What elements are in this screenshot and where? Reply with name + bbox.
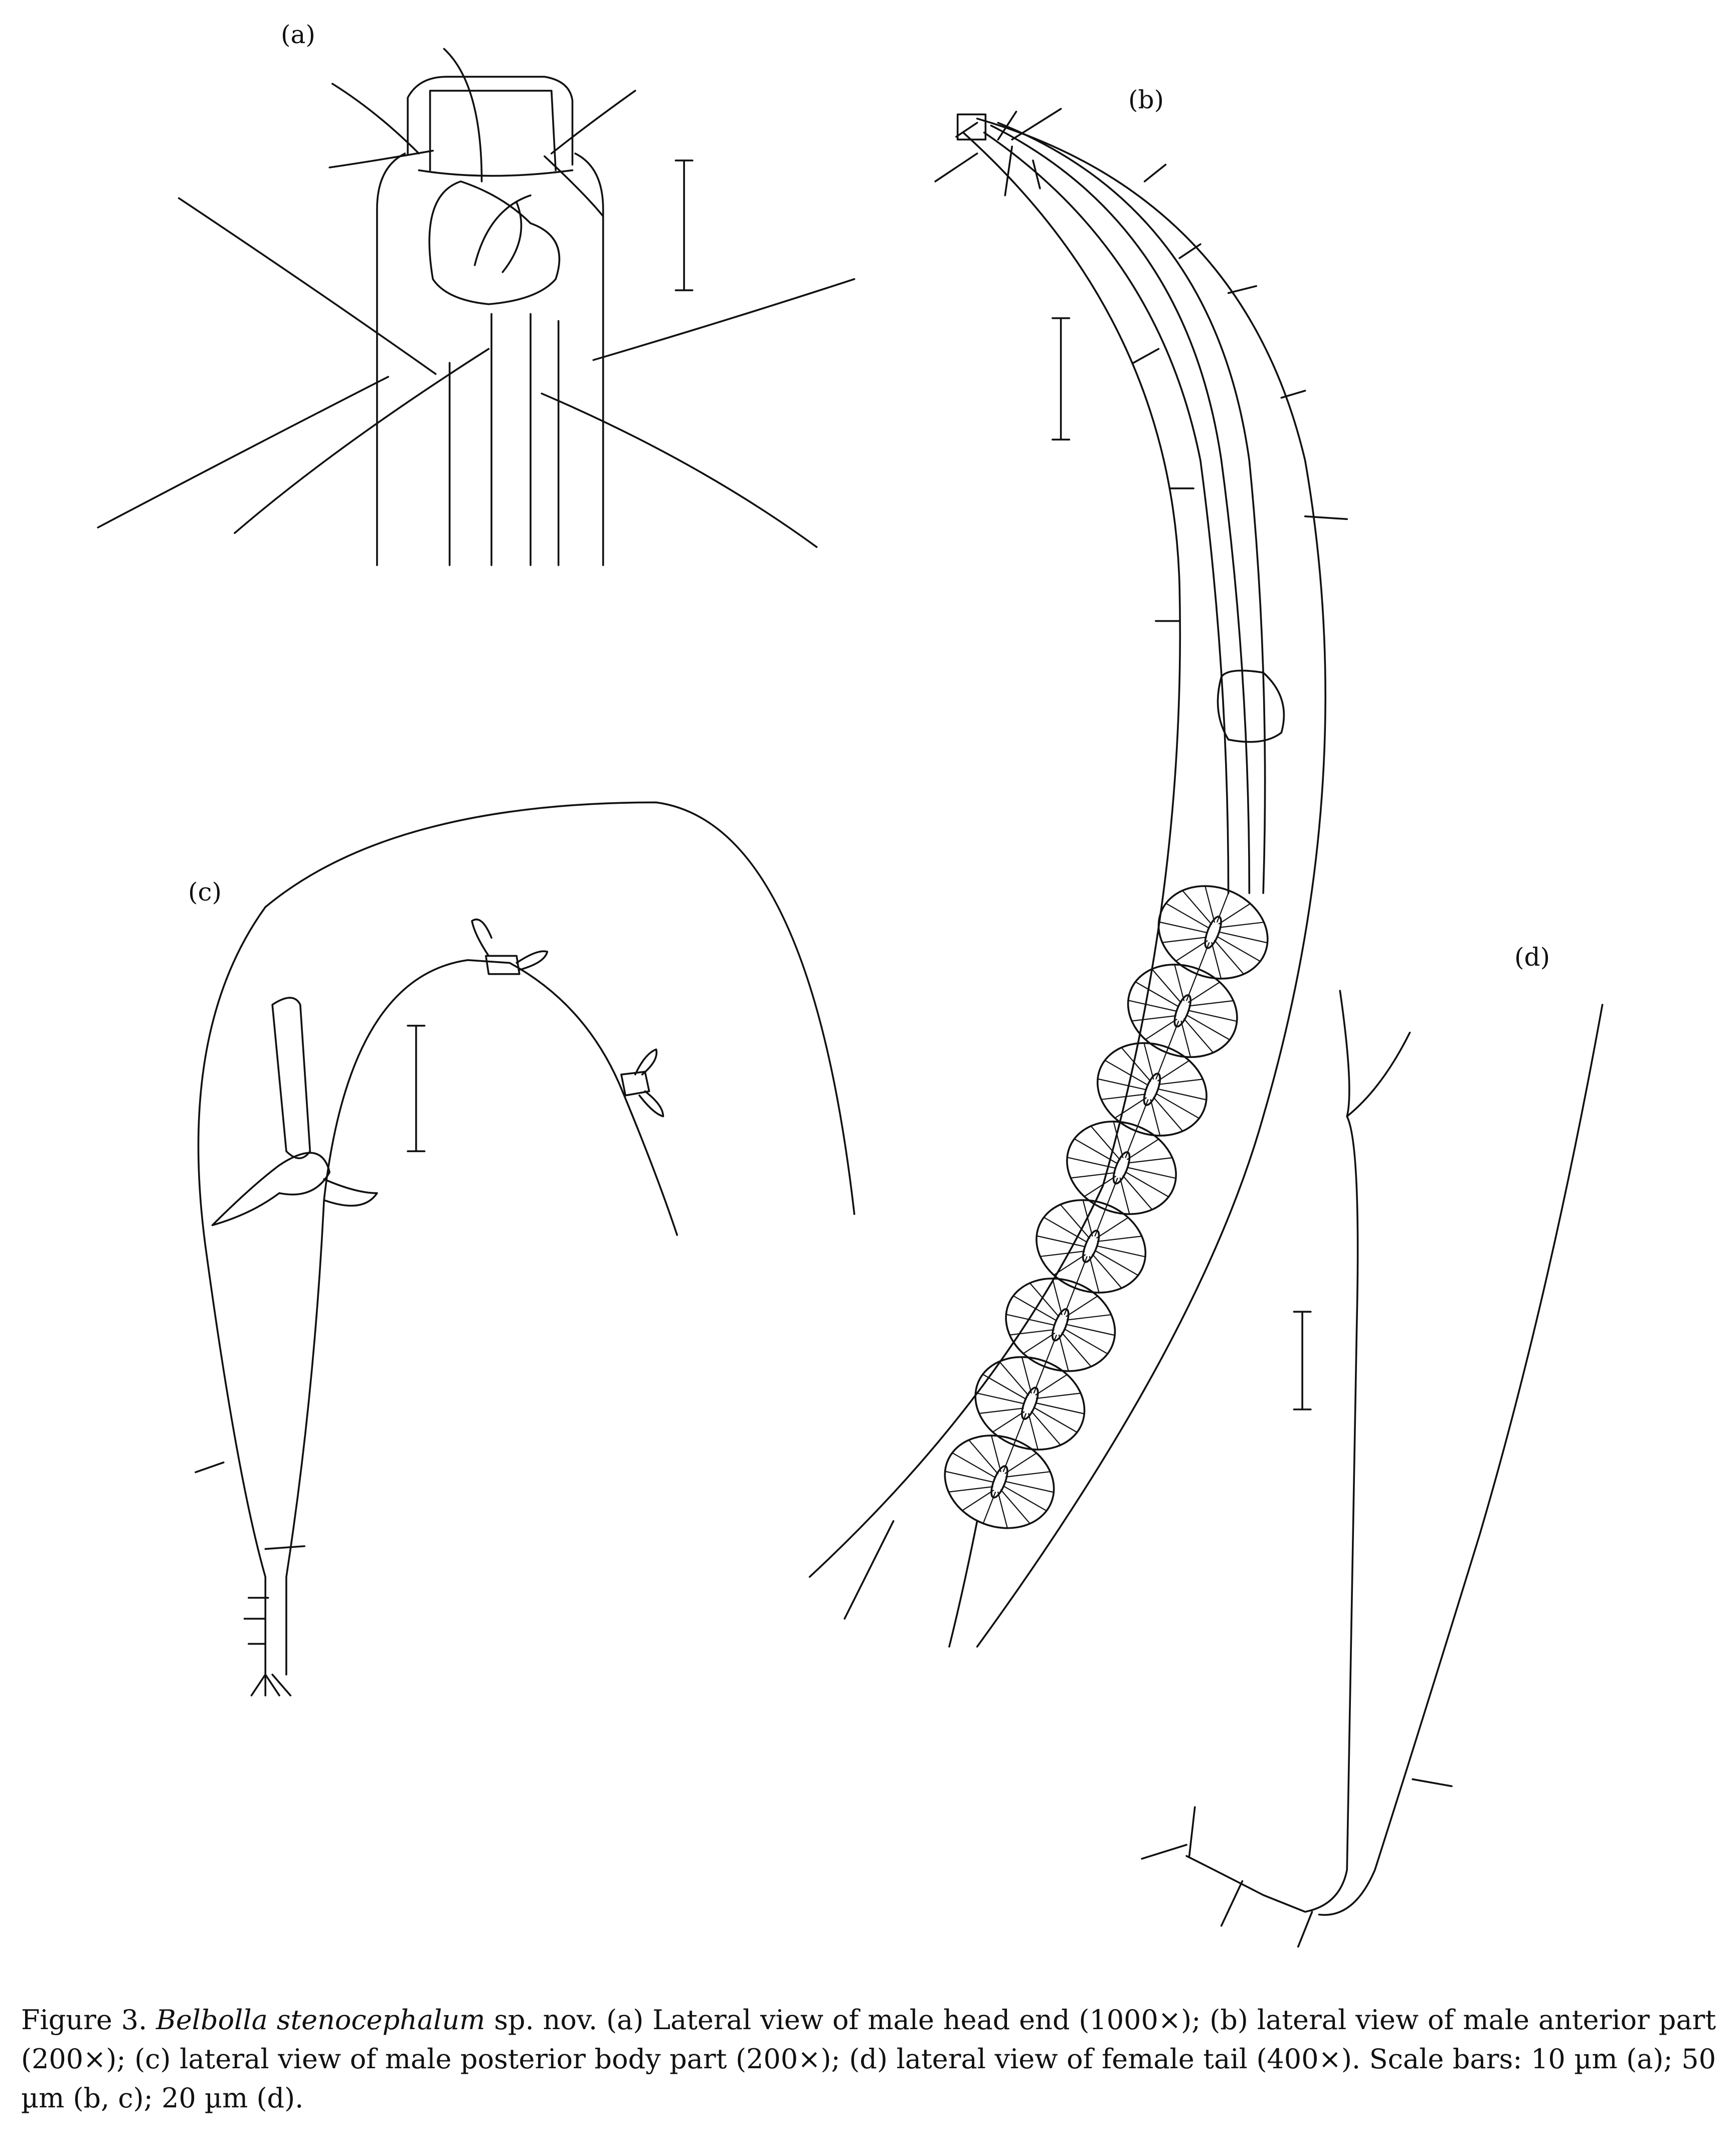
pharyngeal-bulb (974, 1356, 1086, 1451)
figure-caption: Figure 3. Belbolla stenocephalum sp. nov… (21, 2001, 1716, 2118)
caption-species-name: Belbolla stenocephalum (156, 2004, 485, 2036)
caption-text: sp. nov. (a) Lateral view of male head e… (21, 2004, 1716, 2114)
panel-c-drawing (195, 801, 855, 1697)
pharyngeal-bulb (1096, 1042, 1207, 1137)
panel-label-a: (a) (281, 20, 315, 49)
pharyngeal-bulb (1066, 1121, 1177, 1215)
panel-label-b: (b) (1128, 85, 1164, 114)
caption-figure-number: Figure 3. (21, 2004, 147, 2036)
panel-b-drawing (808, 108, 1348, 1648)
pharyngeal-bulb (1035, 1199, 1147, 1294)
panel-d-drawing (1141, 990, 1604, 1948)
pharyngeal-bulb (1157, 885, 1269, 980)
pharyngeal-bulb (944, 1434, 1055, 1529)
panel-a-drawing (97, 48, 855, 566)
panel-label-d: (d) (1514, 943, 1550, 972)
pharyngeal-bulb (1127, 963, 1238, 1058)
pharyngeal-bulb (1005, 1278, 1116, 1372)
panel-label-c: (c) (188, 877, 222, 907)
